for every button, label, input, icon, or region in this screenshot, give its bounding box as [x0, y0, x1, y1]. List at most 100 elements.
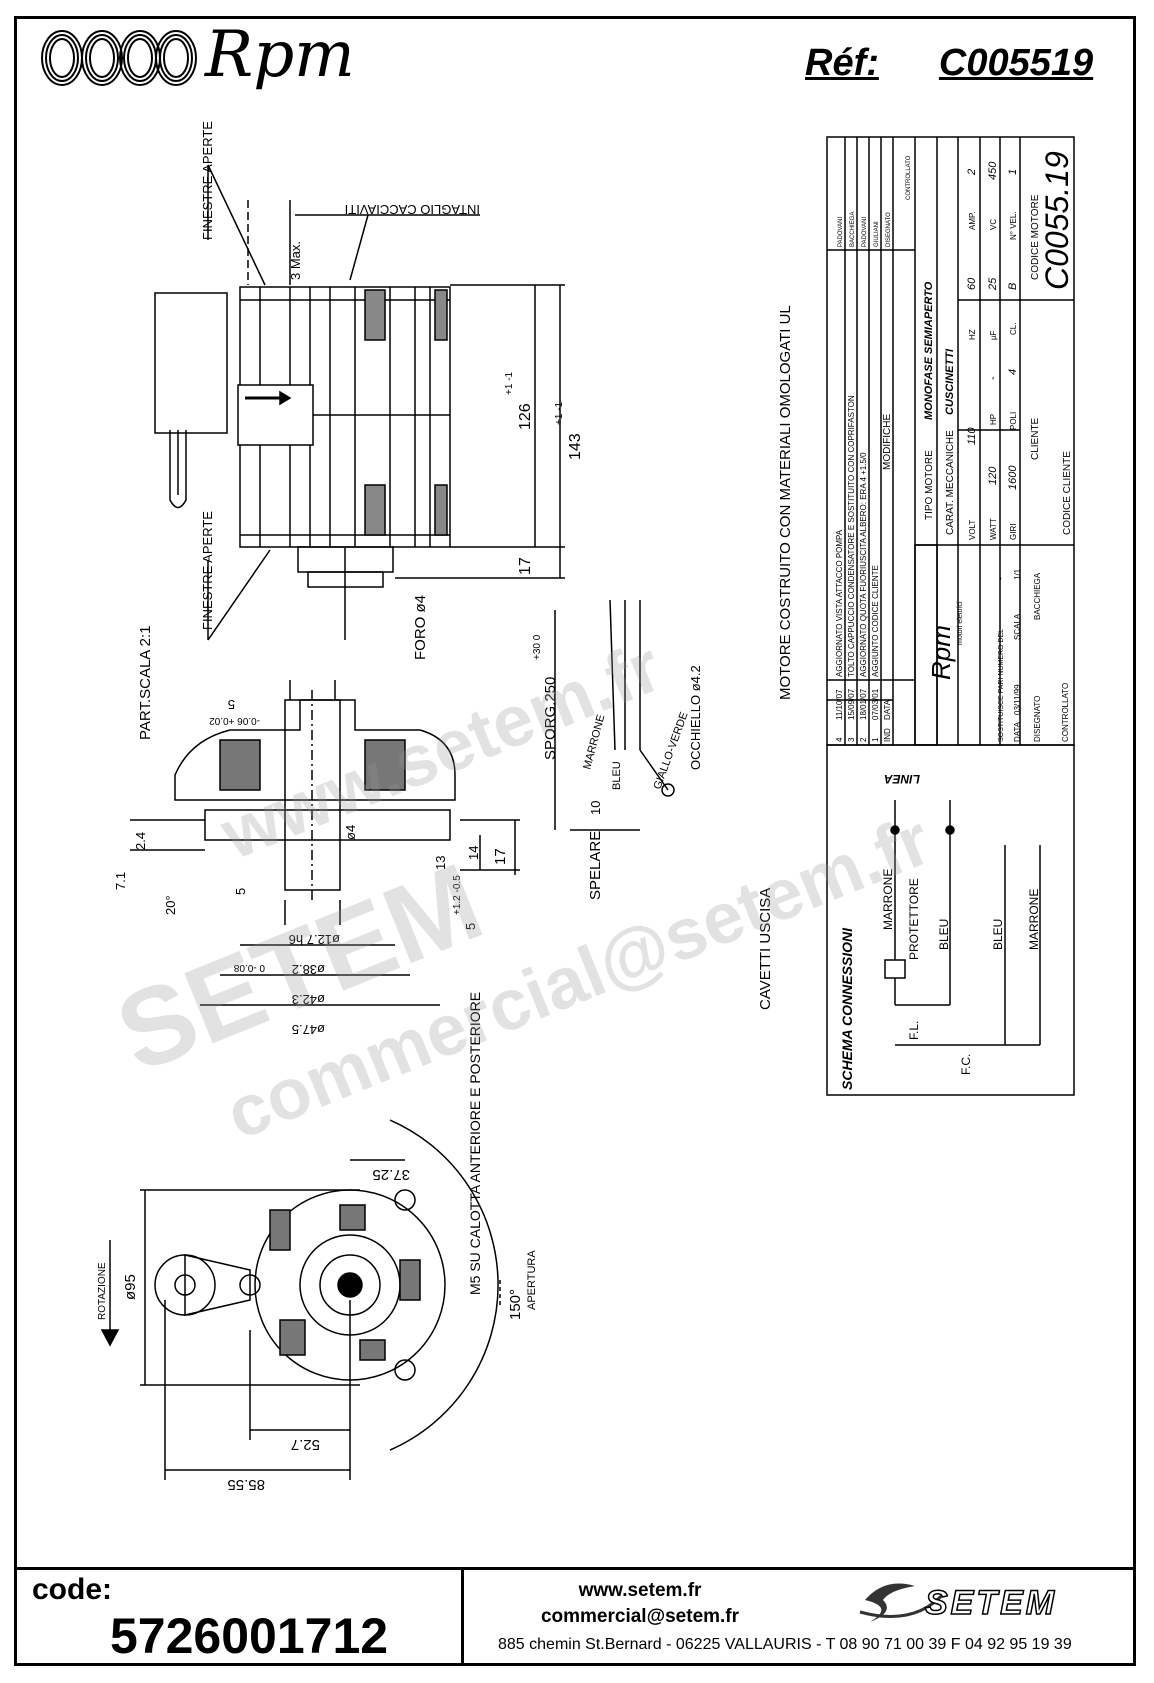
dim-17-top: 17: [517, 557, 534, 575]
label-giallo-verde: GIALLO-VERDE: [652, 711, 691, 792]
giri-label: GIRI: [1009, 524, 1018, 540]
dim-127: ø12.7 h6: [289, 932, 340, 947]
code-box: code: 5726001712: [14, 1567, 464, 1666]
data-val: 03/11/99: [1013, 684, 1022, 715]
hz-label: HZ: [968, 329, 977, 340]
label-spelare: SPELARE: [587, 831, 604, 900]
codice-motore: C0055.19: [1039, 151, 1075, 290]
disegnato-val: BACCHIEGA: [1033, 572, 1042, 620]
tipo-motore: MONOFASE SEMIAPERTO: [923, 281, 935, 420]
setem-logo: SETEM: [859, 1583, 1057, 1623]
hz: 60: [966, 277, 978, 290]
code-value: 5726001712: [110, 1608, 389, 1664]
address: 885 chemin St.Bernard - 06225 VALLAURIS …: [498, 1636, 1072, 1653]
dim-423: ø42.3: [292, 992, 325, 1007]
giri: 1600: [1007, 465, 1019, 490]
dim-14: 14: [466, 846, 481, 860]
dim-382: ø38.2: [292, 962, 325, 977]
amp: 2: [966, 169, 978, 176]
nvel-label: N° VEL.: [1009, 211, 1018, 240]
vc: 450: [987, 161, 999, 180]
schema-marrone2: MARRONE: [1027, 889, 1041, 950]
label-10: 10: [588, 801, 603, 815]
email-link[interactable]: commercial@setem.fr: [540, 1606, 740, 1627]
data-label: DATA: [1013, 721, 1022, 742]
dim-382-tol: 0 -0.08: [233, 962, 265, 973]
rev-1-data: 07/03/01: [871, 688, 880, 720]
rotazione: ROTAZIONE: [97, 1262, 108, 1320]
dim-17-shaft: 17: [492, 848, 509, 865]
schema-linea: LINEA: [884, 772, 920, 786]
dim-527: 52.7: [291, 1436, 320, 1453]
cl-label: CL.: [1009, 323, 1018, 335]
setem-brand: SETEM: [925, 1584, 1057, 1622]
dim-13: 13: [433, 856, 448, 870]
contact-block: www.setem.fr commercial@setem.fr: [480, 1578, 800, 1630]
dim-d5: 5: [228, 697, 235, 712]
tipo-motore-label: TIPO MOTORE: [924, 450, 935, 520]
scala-label: SCALA: [1013, 613, 1022, 640]
m5-note: M5 SU CALOTTA ANTERIORE E POSTERIORE: [467, 992, 483, 1295]
hp: -: [987, 376, 999, 380]
vc-label: VC: [989, 219, 998, 230]
watt-label: WATT: [989, 518, 998, 540]
max-3: 3 Max.: [288, 241, 303, 280]
sporg-tol: +30 0: [532, 634, 543, 660]
dim-126-tol: +1 -1: [504, 371, 515, 395]
rev-4-data: 11/10/07: [835, 689, 844, 720]
cavetti: CAVETTI USCISA: [757, 888, 774, 1010]
schema-fc: F.C.: [959, 1054, 973, 1075]
dim-5b-tol: +1.2 -0.5: [452, 875, 463, 915]
cable-bundle: [609, 599, 641, 751]
hdr-controllato: CONTROLLATO: [906, 155, 912, 200]
foro-4: FORO ø4: [412, 595, 429, 660]
dim-143-tol: +1 -1: [554, 401, 565, 425]
rev-3-ind: 3: [847, 737, 856, 742]
website-link[interactable]: www.setem.fr: [578, 1580, 702, 1601]
dim-d5-tol: -0.06 +0.02: [209, 715, 260, 726]
nvel: 1: [1007, 169, 1019, 175]
sporg: SPORG.250: [542, 677, 559, 760]
dim-475: ø47.5: [292, 1022, 325, 1037]
ref-label: Réf:: [805, 42, 879, 84]
intaglio-cacciaviti: INTAGLIO CACCIAVITI: [345, 202, 480, 217]
sostituisce-val: -: [996, 577, 1005, 580]
dim-24: 2.4: [133, 832, 148, 850]
codice-cliente-label: CODICE CLIENTE: [1062, 451, 1073, 535]
label-marrone: MARRONE: [581, 713, 607, 770]
schema-bleu: BLEU: [937, 919, 951, 950]
shaft-section: [174, 699, 456, 801]
reference: Réf:C005519: [805, 42, 1093, 85]
poli-label: POLI: [1009, 412, 1018, 430]
capacitor: [154, 292, 228, 434]
rev-1-ind: 1: [871, 737, 880, 742]
volt: 110: [966, 427, 978, 445]
schema-title: SCHEMA CONNESSIONI: [839, 927, 855, 1090]
rev-2-dis: PADOVANI: [862, 217, 868, 247]
rpm-block-sub: motori elettrici: [957, 601, 964, 645]
dim-143: 143: [567, 433, 584, 460]
schema-marrone: MARRONE: [881, 869, 895, 930]
hdr-ind: IND: [883, 728, 892, 742]
cliente-label: CLIENTE: [1030, 417, 1041, 460]
carat-label: CARAT. MECCANICHE: [945, 430, 956, 535]
sostituisce: SOSTITUISCE PARI NUMERO DEL: [998, 629, 1005, 742]
rev-3-data: 15/09/07: [847, 688, 856, 720]
hdr-modifiche: MODIFICHE: [882, 414, 893, 470]
rev-3-mod: TOLTO CAPPUCCIO CONDENSATORE E SOSTITUIT…: [847, 395, 856, 677]
watt: 120: [987, 466, 999, 485]
rev-4-dis: PADOVANI: [838, 217, 844, 247]
finestre-aperte-bottom: FINESTRE APERTE: [200, 511, 215, 630]
technical-drawing: FINESTRE APERTE INTAGLIO CACCIAVITI 3 Ma…: [97, 121, 1075, 1493]
disegnato-label: DISEGNATO: [1033, 696, 1042, 742]
opening-arc: [389, 1119, 499, 1451]
schema-box: [826, 744, 1075, 1096]
rev-1-mod: AGGIUNTO CODICE CLIENTE: [871, 565, 880, 677]
dim-71: 7.1: [113, 872, 128, 890]
rpm-block-brand: Rpm: [926, 625, 956, 680]
label-bleu: BLEU: [611, 761, 623, 790]
dim-8555: 85.55: [227, 1476, 265, 1493]
dim-126: 126: [517, 403, 534, 430]
rev-2-ind: 2: [859, 737, 868, 742]
controllato-label: CONTROLLATO: [1061, 683, 1070, 742]
